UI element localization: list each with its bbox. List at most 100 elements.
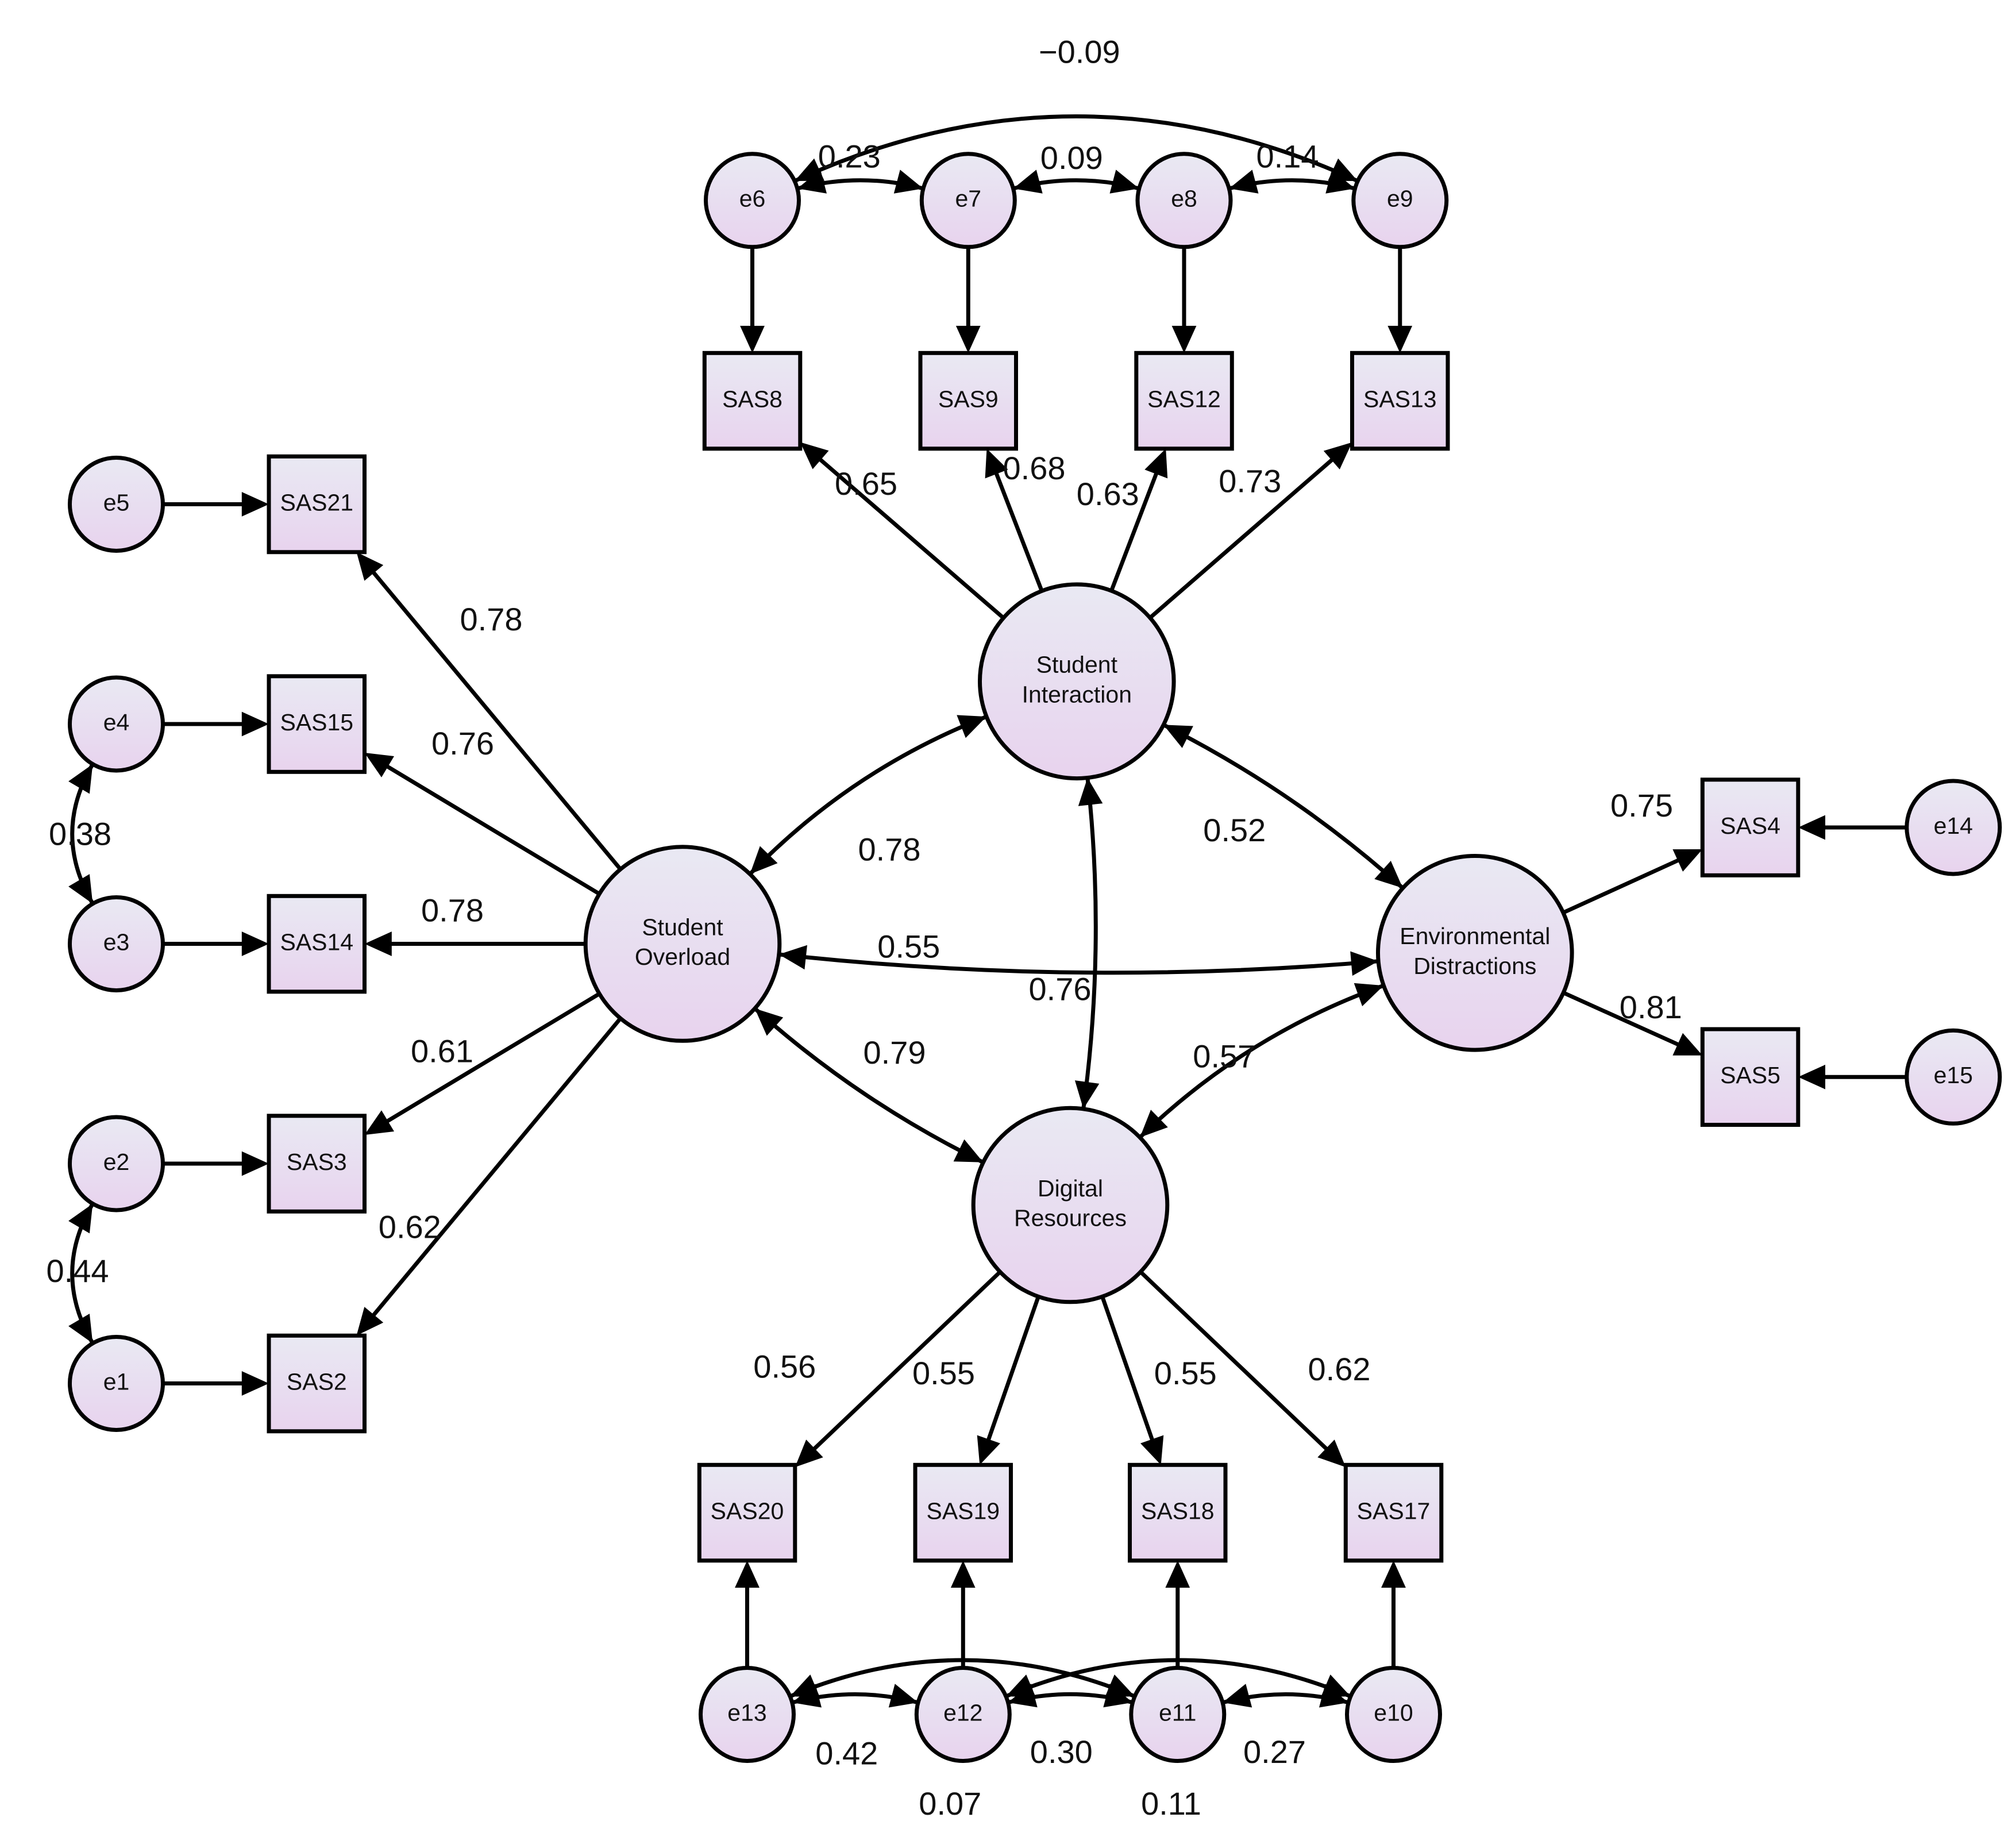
covariance-label-e12-e10: 0.11: [1141, 1785, 1201, 1822]
indicator-sas3: SAS3: [267, 1114, 367, 1214]
loading-path-sas3-arrowhead: [364, 1110, 394, 1135]
latent-label-line: Overload: [635, 944, 730, 970]
error-path-e3-arrowhead: [241, 931, 269, 956]
covariance-arc-e7-e8-arrowhead-b: [1109, 170, 1139, 194]
error-path-e14-arrowhead: [1798, 815, 1825, 840]
correlation-arc-ed-dr: [1138, 983, 1385, 1139]
loading-path-sas4: [1562, 857, 1682, 915]
loading-path-sas2: [369, 1017, 622, 1319]
loading-path-sas3: [383, 992, 601, 1125]
covariance-label-e12-e11: 0.30: [1030, 1734, 1093, 1770]
loading-label-sas9: 0.68: [1003, 450, 1066, 486]
loading-path-sas13-arrowhead: [1323, 442, 1352, 469]
error-e3: e3: [68, 895, 165, 992]
indicator-box: [1350, 351, 1450, 451]
loading-label-sas15: 0.76: [431, 725, 494, 761]
indicator-box: [918, 351, 1018, 451]
error-path-e6-arrowhead: [740, 326, 765, 353]
indicator-sas14: SAS14: [267, 894, 367, 994]
loading-label-sas2: 0.62: [379, 1209, 441, 1245]
loading-path-sas15: [383, 763, 601, 896]
correlation-arc-so-dr-arrowhead-a: [754, 1008, 784, 1036]
loading-path-sas8-arrowhead: [800, 442, 829, 469]
indicator-sas5: SAS5: [1700, 1027, 1801, 1127]
error-circle: [1129, 1666, 1227, 1763]
error-label: e4: [103, 709, 130, 736]
correlation-arc-so-ed-arrowhead-b: [1350, 951, 1379, 976]
error-path-e1-arrowhead: [241, 1371, 269, 1396]
latent-label-line: Student: [642, 914, 723, 940]
loading-path-sas4-arrowhead: [1672, 849, 1703, 872]
indicator-box: [1700, 1027, 1801, 1127]
correlation-arc-ed-dr-arrowhead-a: [1354, 983, 1384, 1007]
correlation-label-si-ed: 0.52: [1203, 812, 1266, 848]
covariance-label-e8-e9: 0.14: [1256, 138, 1319, 175]
indicator-box: [267, 1114, 367, 1214]
indicator-label: SAS5: [1720, 1062, 1780, 1088]
indicator-box: [697, 1462, 797, 1563]
indicator-sas20: SAS20: [697, 1462, 797, 1563]
indicator-sas8: SAS8: [702, 351, 803, 451]
covariance-arc-e4-e3-arrowhead-b: [68, 874, 93, 904]
covariance-arc-e11-e10-arrowhead-a: [1223, 1684, 1252, 1708]
error-e12: e12: [914, 1666, 1012, 1763]
loading-path-sas15-arrowhead: [364, 753, 394, 777]
indicator-label: SAS19: [926, 1497, 1000, 1524]
loading-path-sas20: [810, 1270, 1002, 1453]
error-circle: [68, 675, 165, 773]
error-label: e14: [1934, 813, 1973, 839]
error-e6: e6: [704, 152, 801, 249]
error-circle: [68, 1335, 165, 1432]
error-label: e1: [103, 1368, 130, 1395]
covariance-arc-e12-e10-arrowhead-b: [1321, 1674, 1351, 1697]
indicator-box: [267, 674, 367, 774]
indicator-box: [267, 1333, 367, 1434]
indicator-sas19: SAS19: [913, 1462, 1013, 1563]
covariance-arc-e12-e10-arrowhead-a: [1005, 1674, 1036, 1697]
error-circle: [914, 1666, 1012, 1763]
covariance-label-e2-e1: 0.44: [47, 1253, 109, 1289]
indicator-label: SAS8: [722, 386, 782, 412]
covariance-arc-e13-e12-arrowhead-b: [888, 1684, 918, 1708]
loading-label-sas5: 0.81: [1620, 989, 1682, 1025]
correlation-label-ed-dr: 0.57: [1193, 1038, 1255, 1075]
loading-label-sas8: 0.65: [835, 465, 897, 502]
indicator-sas17: SAS17: [1343, 1462, 1444, 1563]
loading-path-sas18: [1100, 1296, 1155, 1444]
correlation-label-so-dr: 0.79: [864, 1034, 926, 1071]
error-path-e15-arrowhead: [1798, 1064, 1825, 1089]
latent-circle: [583, 845, 782, 1043]
error-circle: [704, 152, 801, 249]
covariance-label-e11-e10: 0.27: [1243, 1734, 1306, 1770]
error-e13: e13: [699, 1666, 796, 1763]
correlation-arc-si-ed-arrowhead-a: [1163, 725, 1193, 748]
indicator-label: SAS18: [1141, 1497, 1215, 1524]
loading-path-sas18-arrowhead: [1140, 1435, 1164, 1465]
error-label: e2: [103, 1149, 130, 1175]
error-path-e11-arrowhead: [1165, 1560, 1190, 1588]
latent-label-line: Student: [1036, 652, 1118, 678]
correlation-arc-so-si-arrowhead-a: [750, 846, 778, 875]
loading-label-sas12: 0.63: [1077, 476, 1139, 512]
indicator-label: SAS3: [287, 1149, 347, 1175]
error-path-e8-arrowhead: [1171, 326, 1197, 353]
error-path-e9-arrowhead: [1387, 326, 1413, 353]
correlation-arc-si-dr-arrowhead-a: [1078, 777, 1103, 806]
correlation-arc-si-dr: [1081, 777, 1098, 1110]
error-circle: [699, 1666, 796, 1763]
indicator-label: SAS20: [711, 1497, 784, 1524]
loading-path-sas5-arrowhead: [1672, 1033, 1703, 1056]
covariance-arc-e6-e7-arrowhead-b: [893, 170, 923, 194]
error-path-e13-arrowhead: [735, 1560, 760, 1588]
loading-label-sas14: 0.78: [421, 892, 484, 928]
indicator-sas15: SAS15: [267, 674, 367, 774]
correlation-arc-si-dr-arrowhead-b: [1074, 1080, 1100, 1109]
error-label: e10: [1374, 1699, 1413, 1726]
error-path-e5-arrowhead: [241, 492, 269, 517]
indicator-label: SAS12: [1147, 386, 1221, 412]
error-e7: e7: [919, 152, 1017, 249]
loading-path-sas9-arrowhead: [985, 448, 1008, 479]
error-circle: [919, 152, 1017, 249]
error-circle: [1351, 152, 1449, 249]
